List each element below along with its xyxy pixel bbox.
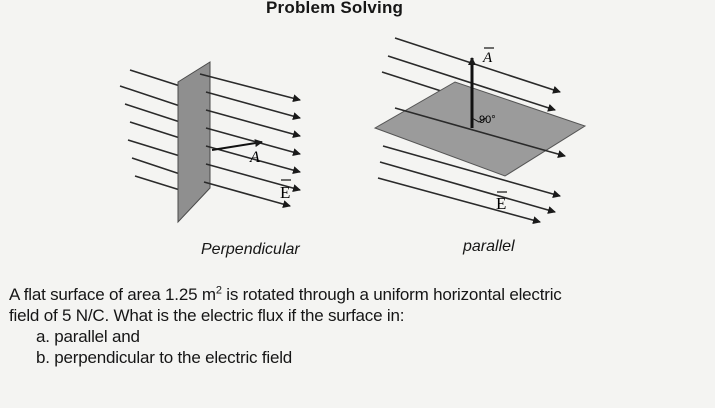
problem-item-a: a. parallel and	[36, 327, 140, 346]
problem-item-b: b. perpendicular to the electric field	[36, 348, 293, 367]
parallel-caption: parallel	[463, 238, 515, 255]
left-area-vector	[211, 139, 263, 151]
left-field-label: E	[280, 183, 290, 202]
flux-diagrams: A E A 90° E	[119, 37, 587, 225]
problem-line-2: field of 5 N/C. What is the electric flu…	[9, 306, 405, 325]
problem-line-1: A flat surface of area 1.25 m2 is rotate…	[9, 284, 562, 304]
perpendicular-surface	[177, 61, 211, 224]
parallel-surface	[373, 81, 587, 177]
perpendicular-caption: Perpendicular	[201, 241, 300, 258]
angle-label: 90°	[479, 114, 496, 126]
right-field-lines-front	[377, 107, 566, 225]
left-field-lines-front	[199, 73, 301, 208]
left-field-lines-back	[119, 69, 181, 191]
left-area-vector-label: A	[249, 149, 260, 166]
right-angle-mark	[471, 117, 487, 123]
page-title: Problem Solving	[266, 0, 404, 17]
right-field-label: E	[496, 194, 506, 213]
problem-statement: A flat surface of area 1.25 m2 is rotate…	[9, 284, 709, 368]
right-area-vector-label: A	[482, 50, 493, 66]
